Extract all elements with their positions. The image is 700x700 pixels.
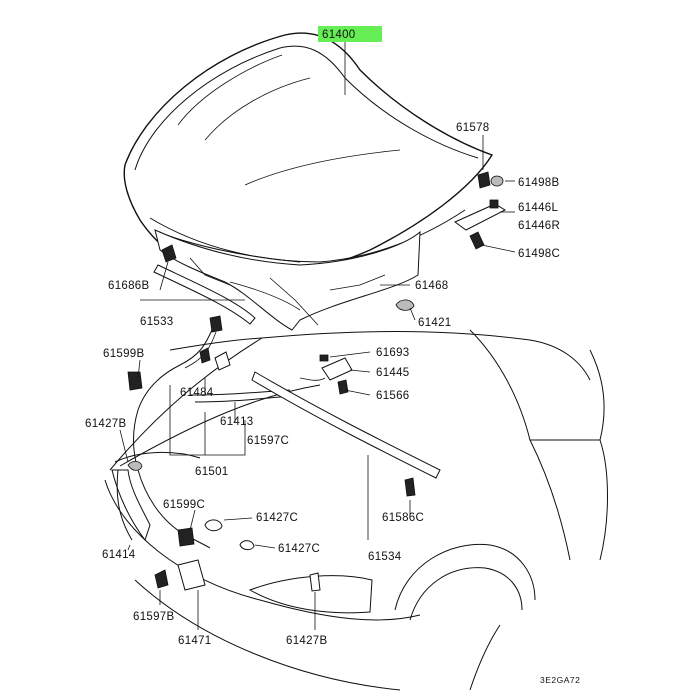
hood-hinge xyxy=(454,203,507,231)
highlight-61400 xyxy=(318,26,382,42)
label-61421: 61421 xyxy=(418,317,451,329)
clip-61566 xyxy=(337,379,349,395)
hook-61597B xyxy=(154,569,169,589)
label-61686B: 61686B xyxy=(108,280,149,292)
label-61534: 61534 xyxy=(368,551,402,563)
clip-61693 xyxy=(319,354,329,362)
label-61484: 61484 xyxy=(180,387,214,399)
label-61468: 61468 xyxy=(415,280,448,292)
release-cable-parts xyxy=(116,315,441,592)
label-61427C-a: 61427C xyxy=(256,512,298,524)
bolt-61498C xyxy=(469,231,485,250)
label-61400: 61400 xyxy=(322,29,355,41)
clip-61427C-b xyxy=(239,540,255,551)
label-61501: 61501 xyxy=(195,466,228,478)
leader-lines xyxy=(119,40,516,630)
clip-61686B xyxy=(161,244,177,263)
bumper-61427B-top xyxy=(127,460,143,471)
clip-61586C xyxy=(404,477,416,497)
label-61413: 61413 xyxy=(220,416,253,428)
label-61498B: 61498B xyxy=(518,177,559,189)
latch-61599C xyxy=(177,527,195,547)
label-61597B: 61597B xyxy=(133,611,174,623)
label-61566: 61566 xyxy=(376,390,409,402)
nozzle-61484 xyxy=(214,351,231,371)
label-61597C: 61597C xyxy=(247,435,289,447)
label-61471: 61471 xyxy=(178,635,211,647)
seal-61534 xyxy=(251,371,441,479)
label-61599C: 61599C xyxy=(163,499,205,511)
clip-61427C-a xyxy=(204,519,223,532)
latch-61599B xyxy=(127,371,143,391)
grommet-61421 xyxy=(395,299,415,311)
figure-code: 3E2GA72 xyxy=(540,675,580,685)
hood-small-parts xyxy=(153,171,507,325)
label-61599B: 61599B xyxy=(103,348,144,360)
hood-stopper-61578 xyxy=(477,171,491,189)
label-61445: 61445 xyxy=(376,367,409,379)
label-61498C: 61498C xyxy=(518,248,560,260)
part-labels: 61400 61578 61498B 61446L 61446R 61498C … xyxy=(85,26,580,685)
label-61427B-top: 61427B xyxy=(85,418,126,430)
hood-panel xyxy=(123,32,494,331)
hood-seal-61533 xyxy=(153,264,256,325)
label-61446L: 61446L xyxy=(518,202,558,214)
label-61586C: 61586C xyxy=(382,512,424,524)
hood-latch-61471 xyxy=(177,559,206,591)
car-body-outline xyxy=(104,329,608,691)
label-61427B-bottom: 61427B xyxy=(286,635,327,647)
label-61693: 61693 xyxy=(376,347,409,359)
label-61533: 61533 xyxy=(140,316,173,328)
bumper-61427B xyxy=(309,572,321,592)
label-61578: 61578 xyxy=(456,122,489,134)
label-61446R: 61446R xyxy=(518,220,560,232)
grommet-61498B xyxy=(490,175,504,187)
label-61414: 61414 xyxy=(102,549,136,561)
label-61427C-b: 61427C xyxy=(278,543,320,555)
